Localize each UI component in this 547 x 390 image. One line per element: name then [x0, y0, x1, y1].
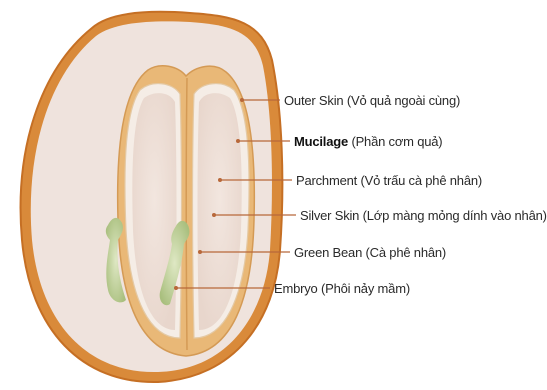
label-embryo: Embryo (Phôi nảy mầm)	[274, 281, 410, 296]
label-silver-skin: Silver Skin (Lớp màng mỏng dính vào nhân…	[300, 208, 547, 223]
center-split	[186, 78, 187, 350]
label-mucilage: Mucilage (Phần cơm quả)	[294, 134, 442, 149]
label-outer-skin: Outer Skin (Vỏ quả ngoài cùng)	[284, 93, 460, 108]
label-parchment: Parchment (Vỏ trấu cà phê nhân)	[296, 173, 482, 188]
label-green-bean: Green Bean (Cà phê nhân)	[294, 245, 446, 260]
